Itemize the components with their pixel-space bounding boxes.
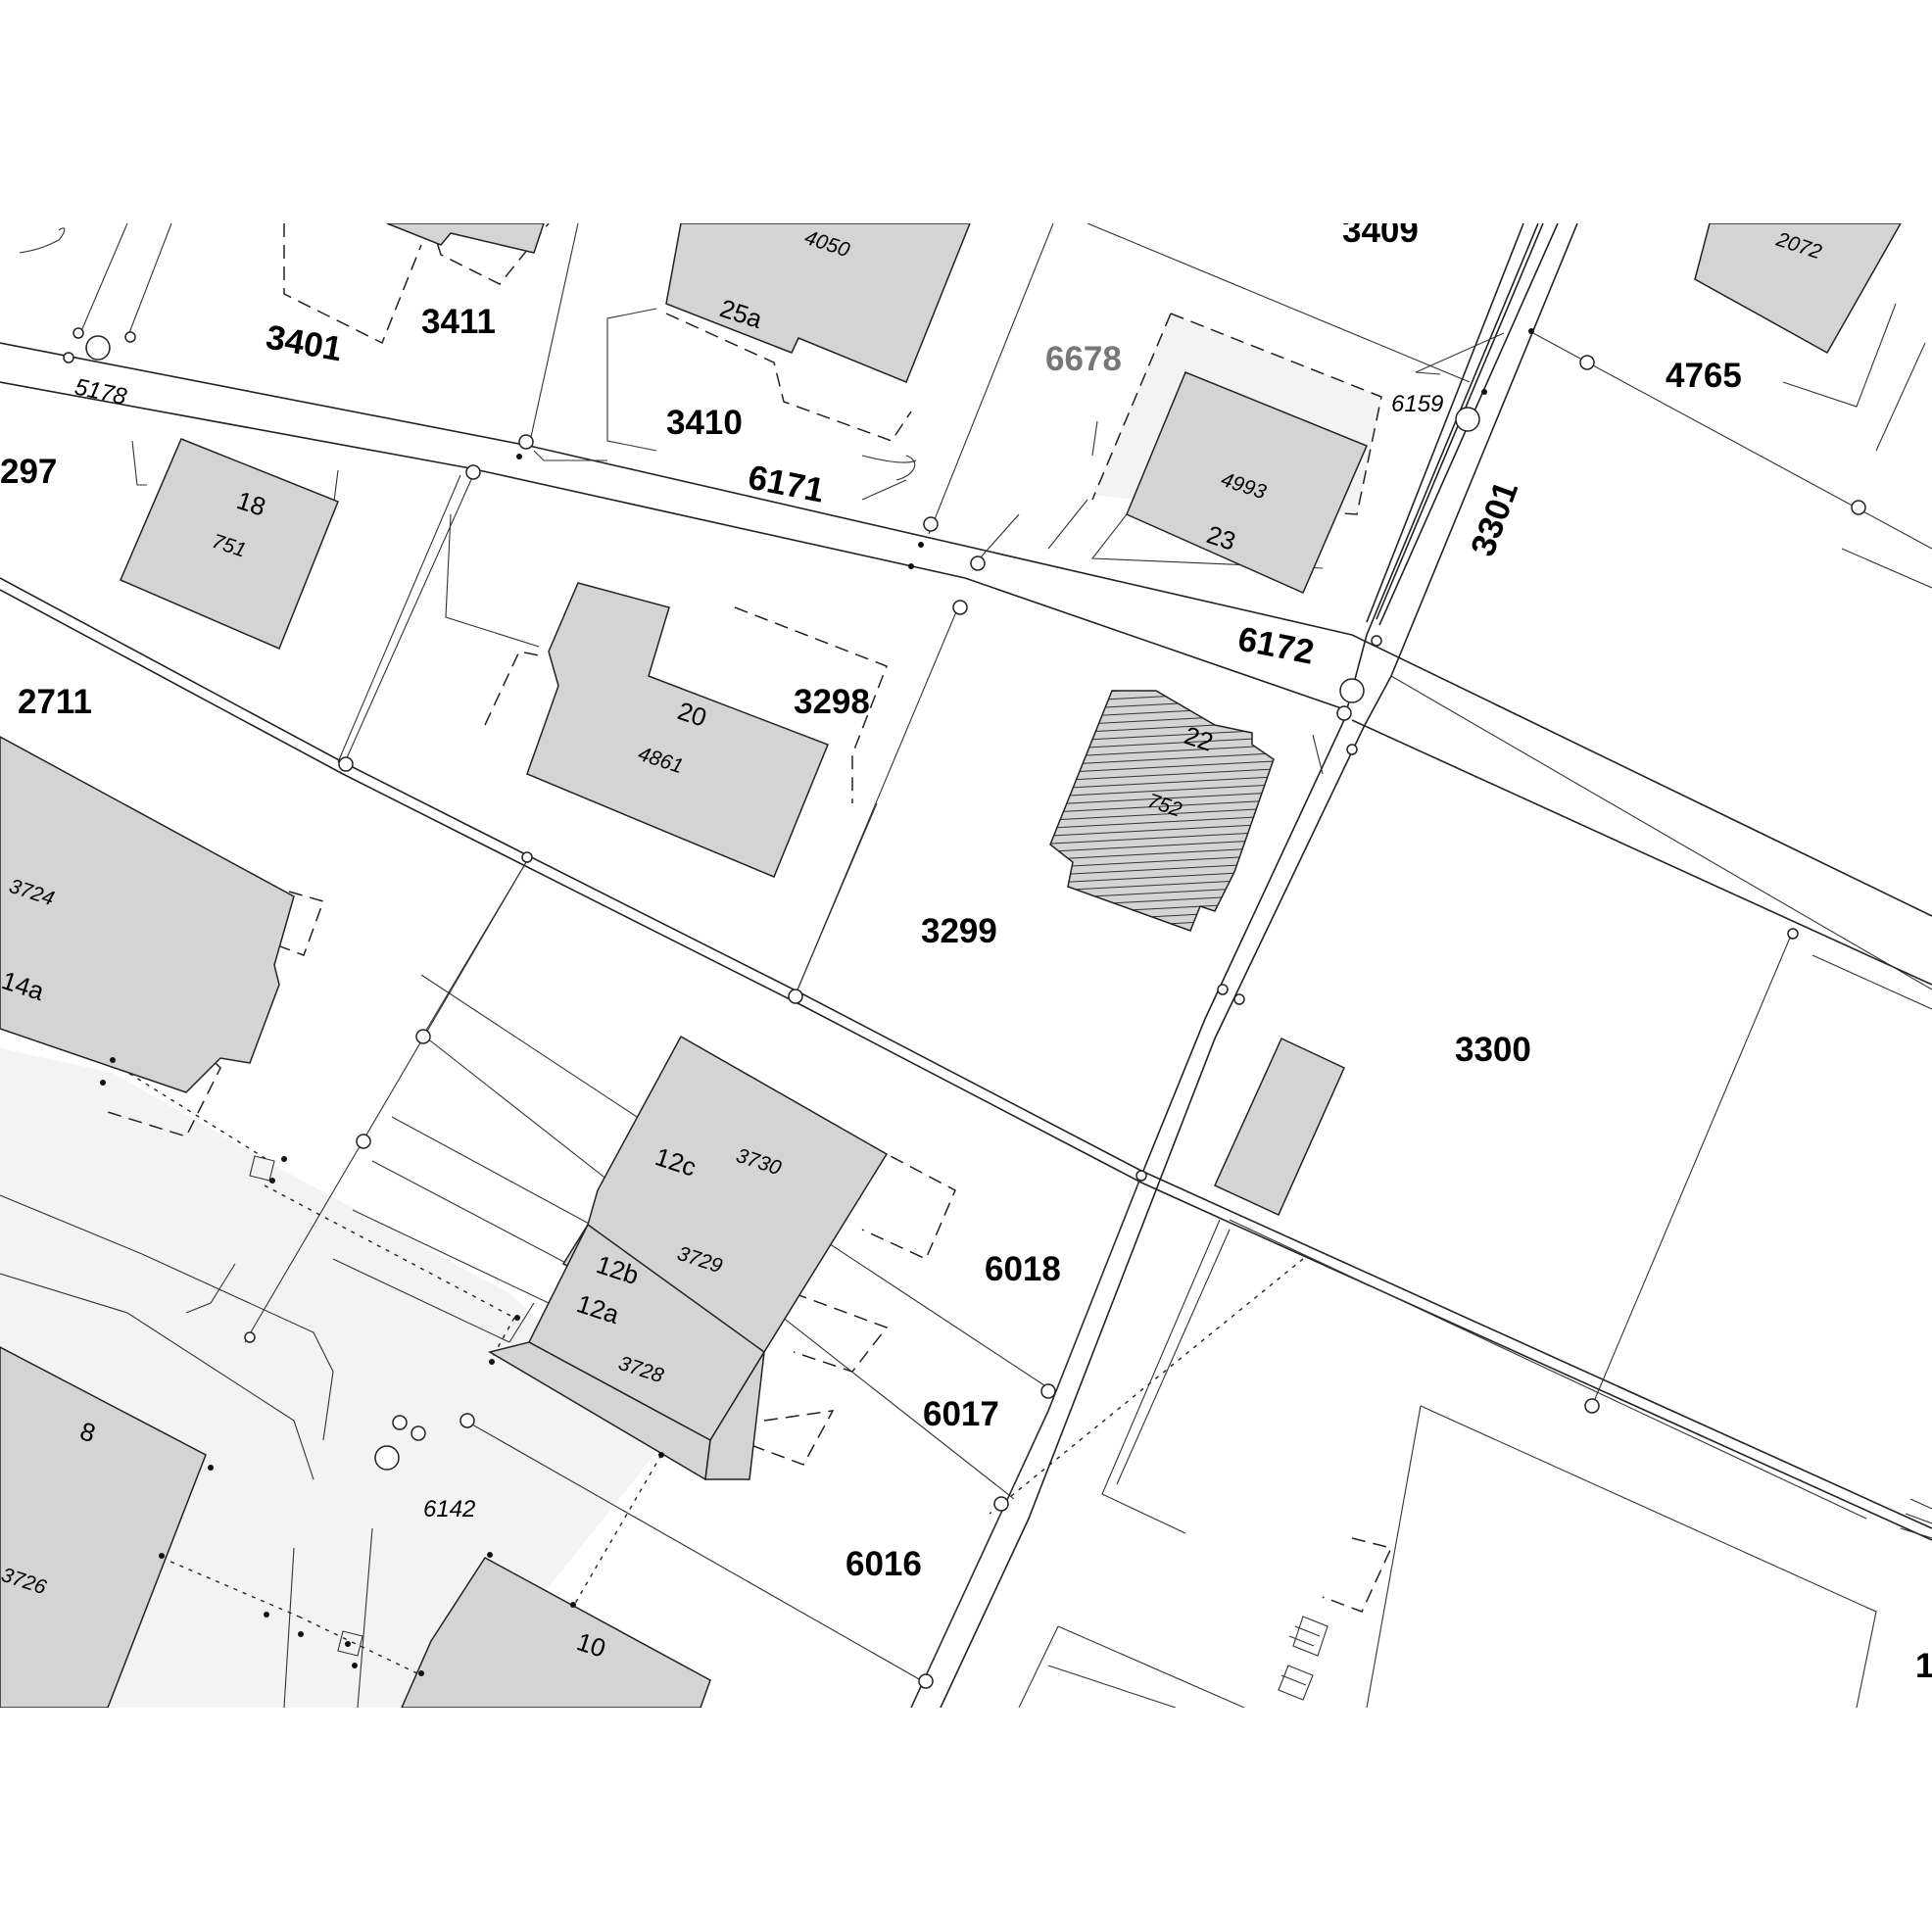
road-id-6142: 6142 xyxy=(423,1496,475,1522)
road-id-6159: 6159 xyxy=(1391,391,1443,417)
parcel-label-3410: 3410 xyxy=(666,404,743,442)
building-4993 xyxy=(1126,371,1368,594)
street-lines xyxy=(0,223,1932,1708)
building-2072 xyxy=(1694,223,1902,355)
survey-nodes xyxy=(63,327,1866,1689)
small-structures xyxy=(19,227,917,1657)
parcel-label-6018: 6018 xyxy=(985,1250,1061,1288)
building-3728b xyxy=(704,1351,765,1480)
parcel-label-3298: 3298 xyxy=(794,683,870,721)
building-10 xyxy=(401,1557,711,1708)
parcel-label-6016: 6016 xyxy=(845,1545,922,1583)
parcel-label-3301: 3301 xyxy=(1464,476,1525,561)
stairs xyxy=(1278,1498,1932,1701)
parcel-labels: 3409 3401 3411 3410 4765 297 6678 6171 3… xyxy=(0,212,1932,1685)
building-752 xyxy=(1049,690,1275,932)
parcel-label-3300: 3300 xyxy=(1455,1031,1531,1069)
parcel-label-4765: 4765 xyxy=(1666,357,1742,395)
building-small-top xyxy=(386,223,545,254)
parcel-label-6171: 6171 xyxy=(745,459,827,510)
parcel-label-3401: 3401 xyxy=(264,317,345,368)
parcel-label-6017: 6017 xyxy=(923,1395,999,1433)
map-content: 3409 3401 3411 3410 4765 297 6678 6171 3… xyxy=(0,212,1932,1708)
building-3724 xyxy=(0,736,295,1093)
parcel-label-297: 297 xyxy=(0,453,57,491)
building-4050 xyxy=(665,223,971,383)
parcel-label-6678: 6678 xyxy=(1045,340,1122,378)
parcel-label-6172: 6172 xyxy=(1234,620,1317,672)
building-small-3300 xyxy=(1214,1037,1345,1216)
road-id-5178: 5178 xyxy=(72,373,129,411)
building-751 xyxy=(120,438,339,650)
dashed-outlines xyxy=(107,223,1393,1676)
building-4861 xyxy=(526,582,829,878)
building-3726 xyxy=(0,1346,207,1708)
parcel-label-3411: 3411 xyxy=(421,303,496,341)
parcel-label-3409: 3409 xyxy=(1342,212,1419,250)
parcel-label-1: 1 xyxy=(1915,1647,1932,1685)
parcel-label-3299: 3299 xyxy=(921,912,997,950)
parcel-label-2711: 2711 xyxy=(18,683,92,721)
buildings xyxy=(0,223,1902,1708)
